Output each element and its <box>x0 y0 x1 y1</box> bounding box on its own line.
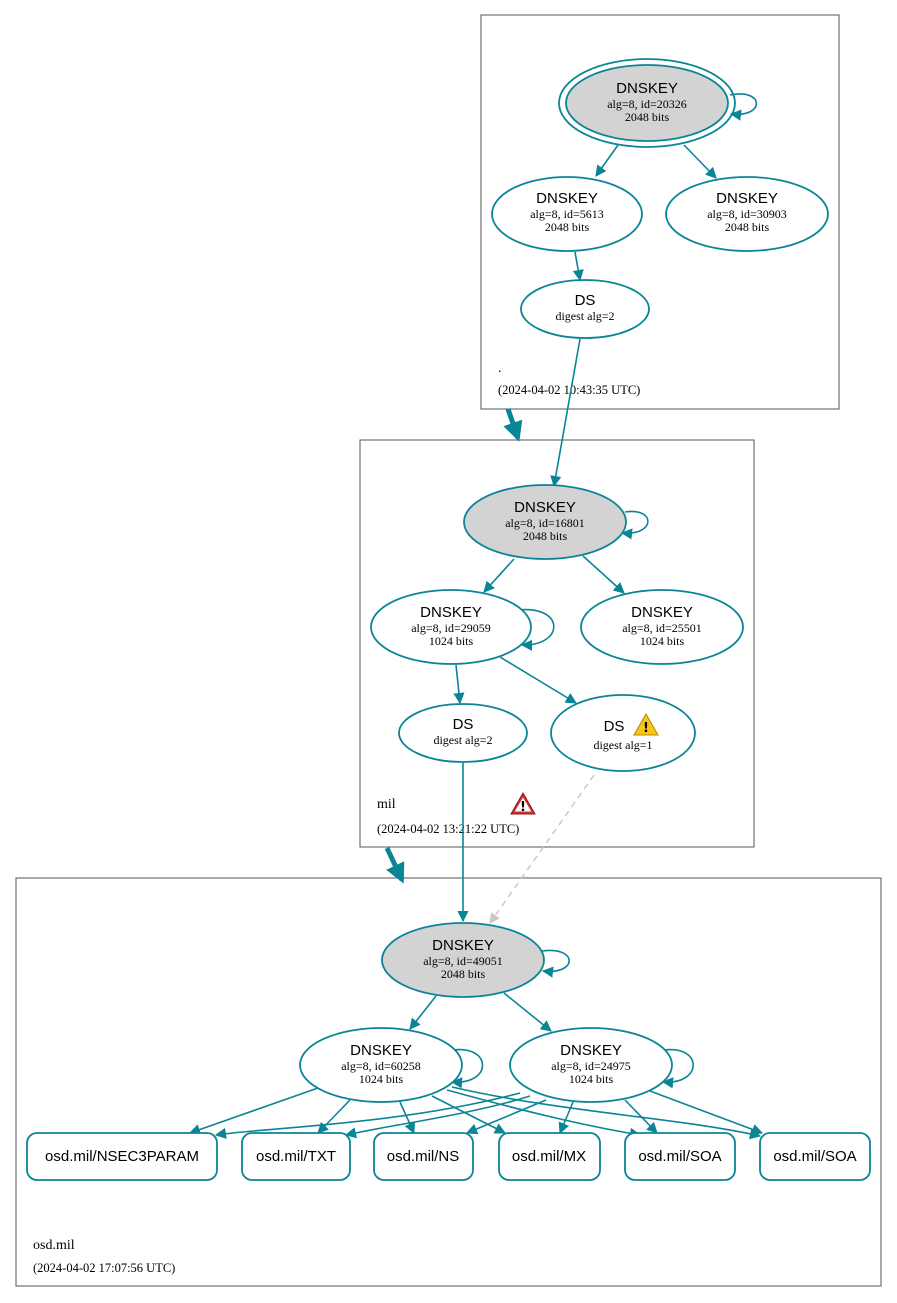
svg-text:DNSKEY: DNSKEY <box>616 80 678 97</box>
svg-text:alg=8, id=16801: alg=8, id=16801 <box>505 516 585 530</box>
svg-text:DNSKEY: DNSKEY <box>716 190 778 207</box>
svg-text:alg=8, id=60258: alg=8, id=60258 <box>341 1059 421 1073</box>
svg-text:!: ! <box>643 721 649 736</box>
dnskey-node-5613[interactable]: DNSKEY alg=8, id=5613 2048 bits <box>491 176 643 252</box>
svg-text:DS: DS <box>575 292 596 309</box>
dnskey-node-24975[interactable]: DNSKEY alg=8, id=24975 1024 bits <box>509 1027 673 1103</box>
zone-osd-timestamp: (2024-04-02 17:07:56 UTC) <box>33 1261 175 1275</box>
self-loop-osd-zsk1 <box>450 1048 484 1089</box>
error-icon: ! <box>510 791 536 815</box>
svg-text:DS: DS <box>453 716 474 733</box>
rrset-node-soa-2[interactable]: osd.mil/SOA <box>759 1132 871 1181</box>
delegation-arrow-mil-osd <box>384 846 405 884</box>
svg-text:!: ! <box>520 800 526 815</box>
svg-text:alg=8, id=30903: alg=8, id=30903 <box>707 207 787 221</box>
svg-text:2048 bits: 2048 bits <box>441 967 486 981</box>
svg-text:DNSKEY: DNSKEY <box>350 1042 412 1059</box>
rrset-node-soa-1[interactable]: osd.mil/SOA <box>624 1132 736 1181</box>
zone-osd-name: osd.mil <box>33 1238 75 1253</box>
svg-text:DS: DS <box>604 718 625 735</box>
self-loop-osd-ksk <box>541 949 570 978</box>
dnskey-node-25501[interactable]: DNSKEY alg=8, id=25501 1024 bits <box>580 589 744 665</box>
dnskey-node-16801[interactable]: DNSKEY alg=8, id=16801 2048 bits <box>463 484 627 560</box>
svg-text:2048 bits: 2048 bits <box>625 110 670 124</box>
svg-text:osd.mil/NS: osd.mil/NS <box>387 1148 460 1165</box>
svg-text:2048 bits: 2048 bits <box>523 529 568 543</box>
svg-text:1024 bits: 1024 bits <box>640 634 685 648</box>
zone-mil-name: mil <box>377 797 396 812</box>
edges-root <box>550 93 758 488</box>
edges-osd <box>188 949 764 1140</box>
delegation-arrow-root-mil <box>503 408 523 442</box>
svg-text:osd.mil/SOA: osd.mil/SOA <box>638 1148 721 1165</box>
svg-text:DNSKEY: DNSKEY <box>514 499 576 516</box>
svg-text:alg=8, id=20326: alg=8, id=20326 <box>607 97 687 111</box>
self-loop-root-ksk <box>729 93 758 121</box>
ds-node-mil-alg2[interactable]: DS digest alg=2 <box>398 703 528 763</box>
svg-text:DNSKEY: DNSKEY <box>420 604 482 621</box>
svg-text:DNSKEY: DNSKEY <box>536 190 598 207</box>
dnskey-node-29059[interactable]: DNSKEY alg=8, id=29059 1024 bits <box>370 589 532 665</box>
rrset-node-ns[interactable]: osd.mil/NS <box>373 1132 474 1181</box>
zone-mil-timestamp: (2024-04-02 13:21:22 UTC) <box>377 822 519 836</box>
svg-text:alg=8, id=29059: alg=8, id=29059 <box>411 621 491 635</box>
edge-mil-ds2-to-osd-ksk <box>489 774 595 924</box>
self-loop-mil-zsk1 <box>517 608 555 651</box>
svg-text:alg=8, id=25501: alg=8, id=25501 <box>622 621 702 635</box>
svg-text:alg=8, id=5613: alg=8, id=5613 <box>530 207 604 221</box>
svg-text:1024 bits: 1024 bits <box>429 634 474 648</box>
ds-node-root[interactable]: DS digest alg=2 <box>520 279 650 339</box>
svg-text:DNSKEY: DNSKEY <box>560 1042 622 1059</box>
rrset-node-nsec3param[interactable]: osd.mil/NSEC3PARAM <box>26 1132 218 1181</box>
svg-text:1024 bits: 1024 bits <box>569 1072 614 1086</box>
svg-text:digest alg=2: digest alg=2 <box>433 733 492 747</box>
svg-text:alg=8, id=24975: alg=8, id=24975 <box>551 1059 631 1073</box>
svg-text:digest alg=2: digest alg=2 <box>555 309 614 323</box>
dnskey-node-30903[interactable]: DNSKEY alg=8, id=30903 2048 bits <box>665 176 829 252</box>
svg-text:2048 bits: 2048 bits <box>545 220 590 234</box>
svg-text:alg=8, id=49051: alg=8, id=49051 <box>423 954 503 968</box>
rrset-node-txt[interactable]: osd.mil/TXT <box>241 1132 351 1181</box>
dnskey-node-60258[interactable]: DNSKEY alg=8, id=60258 1024 bits <box>299 1027 463 1103</box>
self-loop-mil-ksk <box>620 510 649 540</box>
zone-root-timestamp: (2024-04-02 10:43:35 UTC) <box>498 383 640 397</box>
svg-text:osd.mil/MX: osd.mil/MX <box>512 1148 586 1165</box>
dnskey-node-20326[interactable]: DNSKEY alg=8, id=20326 2048 bits <box>558 58 736 148</box>
svg-text:DNSKEY: DNSKEY <box>432 937 494 954</box>
warning-icon: ! <box>633 712 659 736</box>
dnskey-node-49051[interactable]: DNSKEY alg=8, id=49051 2048 bits <box>381 922 545 998</box>
zone-root-name: . <box>498 361 502 376</box>
svg-text:digest alg=1: digest alg=1 <box>593 738 652 752</box>
svg-text:1024 bits: 1024 bits <box>359 1072 404 1086</box>
self-loop-osd-zsk2 <box>661 1048 694 1089</box>
svg-text:osd.mil/NSEC3PARAM: osd.mil/NSEC3PARAM <box>45 1148 199 1165</box>
edge-root-ds-to-mil-ksk <box>550 338 581 488</box>
rrset-node-mx[interactable]: osd.mil/MX <box>498 1132 601 1181</box>
svg-text:osd.mil/TXT: osd.mil/TXT <box>256 1148 336 1165</box>
svg-text:DNSKEY: DNSKEY <box>631 604 693 621</box>
ds-node-mil-alg1[interactable]: DS digest alg=1 ! <box>550 694 696 772</box>
svg-text:2048 bits: 2048 bits <box>725 220 770 234</box>
svg-text:osd.mil/SOA: osd.mil/SOA <box>773 1148 856 1165</box>
edges-mil <box>453 510 649 924</box>
